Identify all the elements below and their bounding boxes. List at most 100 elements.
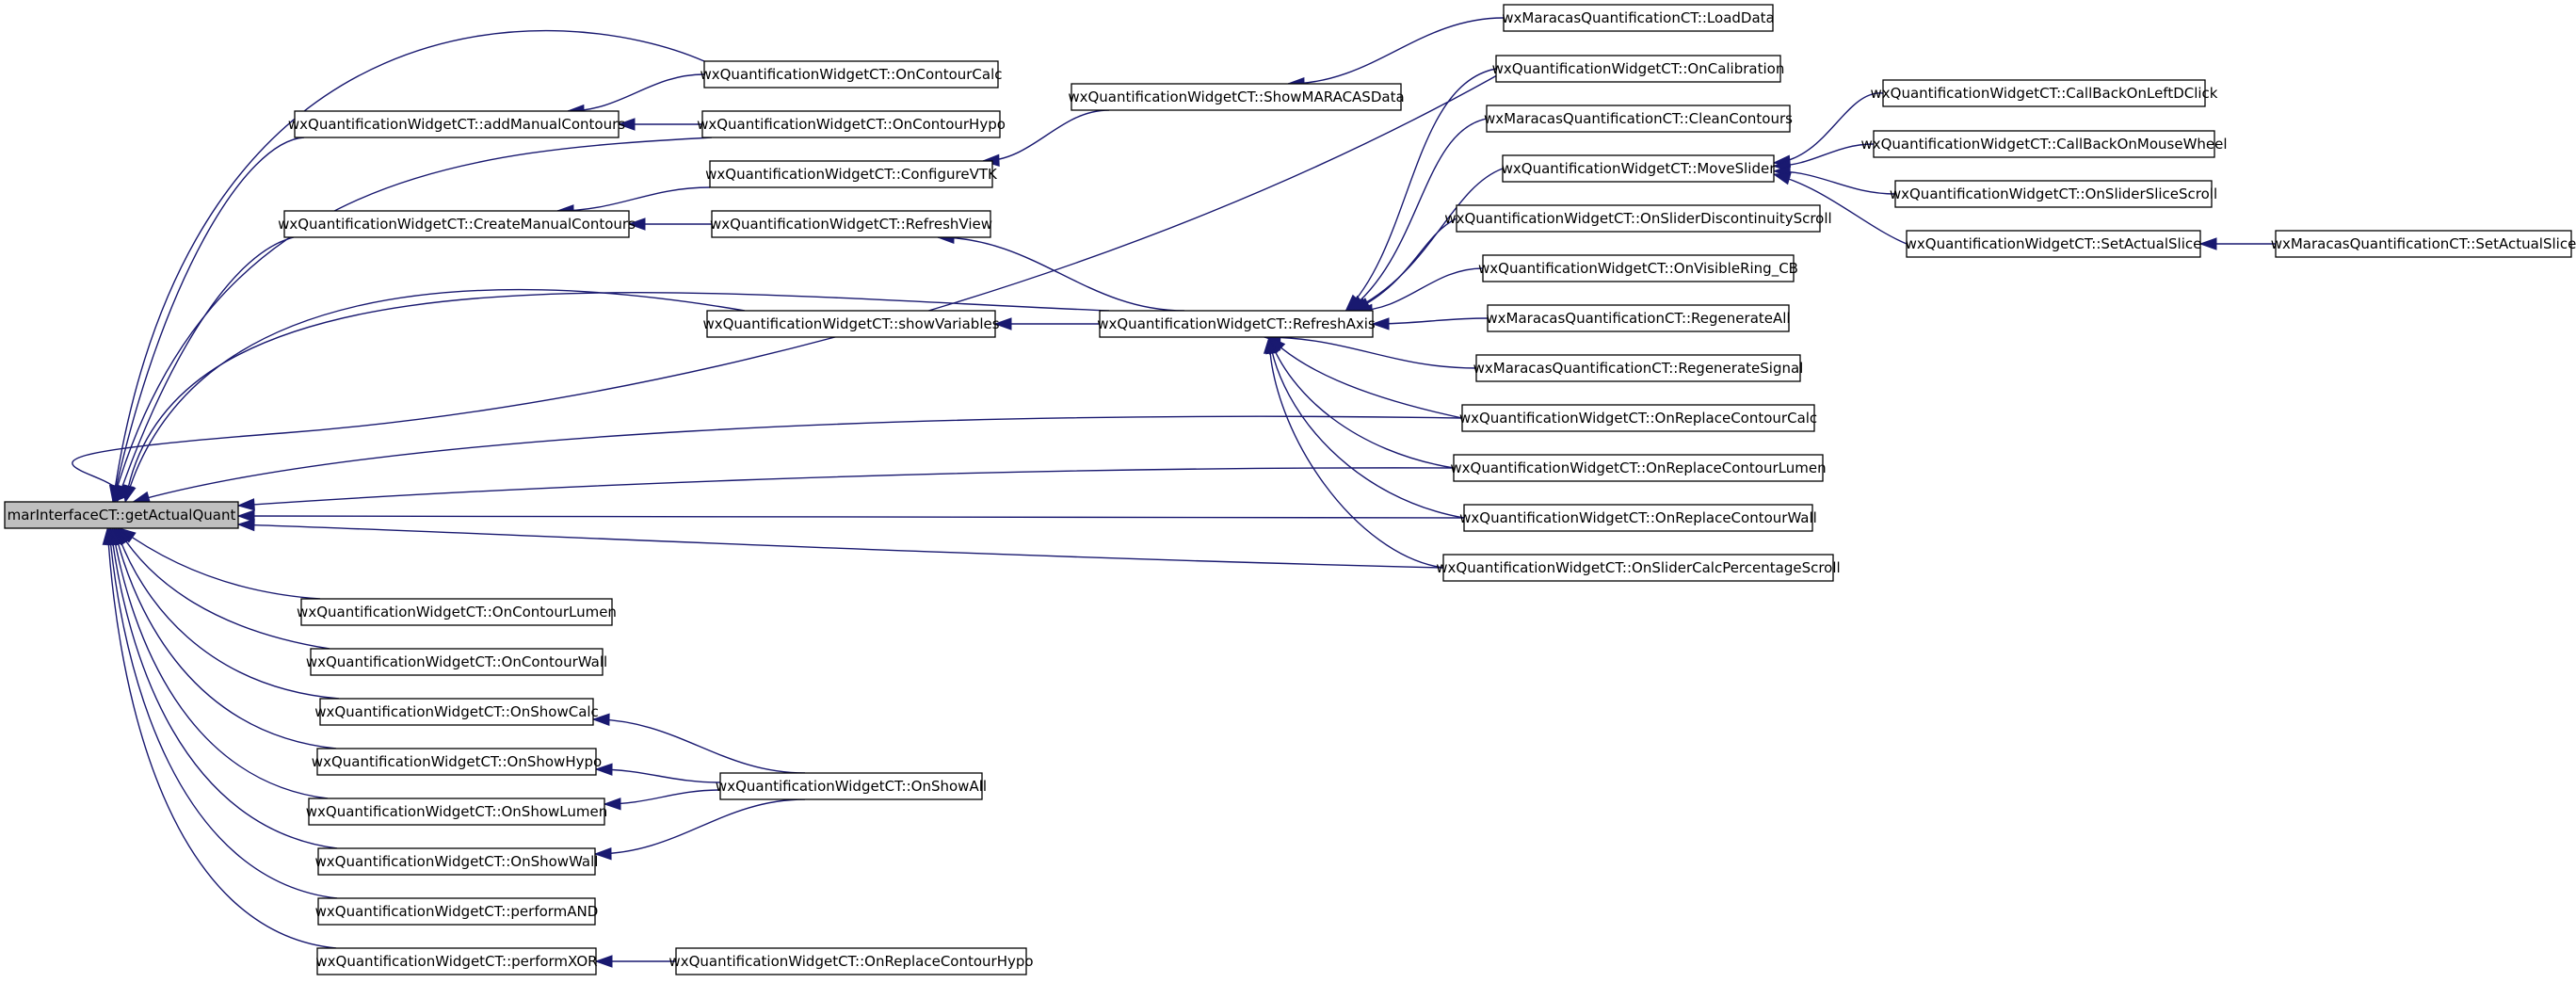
- edge-addManual-to-root: [110, 137, 305, 504]
- edge-line: [1268, 336, 1455, 469]
- edge-onCalibration-to-root: [72, 70, 1506, 503]
- node-onShowAll[interactable]: wxQuantificationWidgetCT::OnShowAll: [716, 772, 987, 800]
- node-label: wxQuantificationWidgetCT::ConfigureVTK: [705, 166, 998, 183]
- node-onVisibleRing[interactable]: wxQuantificationWidgetCT::OnVisibleRing_…: [1478, 254, 1798, 282]
- edge-line: [937, 236, 1185, 312]
- node-box: [1482, 254, 1795, 282]
- node-moveSlider[interactable]: wxQuantificationWidgetCT::MoveSlider: [1502, 154, 1777, 183]
- edge-line: [1372, 317, 1489, 325]
- node-label: wxMaracasQuantificationCT::SetActualSlic…: [2271, 235, 2576, 252]
- arrowhead: [111, 486, 130, 503]
- node-box: [1873, 130, 2215, 158]
- node-onContourCalc[interactable]: wxQuantificationWidgetCT::OnContourCalc: [700, 60, 1003, 89]
- node-addManual[interactable]: wxQuantificationWidgetCT::addManualConto…: [288, 110, 625, 138]
- node-setActualSliceW[interactable]: wxQuantificationWidgetCT::SetActualSlice: [1906, 230, 2202, 258]
- node-performXOR[interactable]: wxQuantificationWidgetCT::performXOR: [315, 947, 598, 975]
- edge-line: [237, 515, 1465, 519]
- node-box: [1461, 404, 1815, 432]
- node-regenerateSignal[interactable]: wxMaracasQuantificationCT::RegenerateSig…: [1473, 354, 1804, 382]
- edge-line: [1356, 267, 1484, 312]
- node-box: [294, 110, 620, 138]
- arrowhead: [236, 518, 255, 532]
- node-box: [317, 847, 596, 876]
- edge-onShowAll-to-onShowCalc: [591, 713, 806, 774]
- node-box: [1502, 154, 1775, 183]
- node-createManual[interactable]: wxQuantificationWidgetCT::CreateManualCo…: [278, 210, 636, 238]
- edge-onReplaceHypo-to-performXOR: [594, 955, 676, 968]
- node-cleanContours[interactable]: wxMaracasQuantificationCT::CleanContours: [1484, 105, 1793, 133]
- node-label: wxQuantificationWidgetCT::ShowMARACASDat…: [1068, 89, 1404, 105]
- edges-layer: [72, 17, 2276, 968]
- edge-line: [1773, 92, 1884, 164]
- arrowhead: [593, 847, 612, 861]
- edge-line: [108, 527, 338, 899]
- edge-onContourHypo-to-root: [111, 137, 713, 504]
- edge-line: [1347, 118, 1488, 312]
- edge-line: [595, 768, 721, 783]
- node-label: wxQuantificationWidgetCT::MoveSlider: [1502, 160, 1777, 177]
- node-onSliderSlice[interactable]: wxQuantificationWidgetCT::OnSliderSliceS…: [1890, 180, 2217, 208]
- edge-line: [112, 137, 713, 503]
- node-label: wxQuantificationWidgetCT::OnShowWall: [315, 853, 599, 870]
- edge-line: [133, 415, 1463, 503]
- node-onShowLumen[interactable]: wxQuantificationWidgetCT::OnShowLumen: [306, 798, 607, 826]
- arrowhead: [1263, 335, 1277, 354]
- edge-onShowWall-to-root: [106, 526, 338, 849]
- edge-onSliderCalcPct-to-root: [236, 518, 1444, 569]
- edge-moveSlider-to-refreshAxis: [1349, 168, 1504, 312]
- edge-line: [237, 467, 1455, 507]
- node-box: [1463, 504, 1813, 532]
- node-performAND[interactable]: wxQuantificationWidgetCT::performAND: [315, 897, 599, 926]
- node-label: wxQuantificationWidgetCT::addManualConto…: [288, 116, 625, 133]
- node-onReplaceCalc[interactable]: wxQuantificationWidgetCT::OnReplaceConto…: [1459, 404, 1817, 432]
- edge-line: [119, 527, 321, 600]
- edge-onReplaceWall-to-root: [236, 509, 1465, 523]
- node-onCalibration[interactable]: wxQuantificationWidgetCT::OnCalibration: [1492, 55, 1785, 83]
- edge-line: [982, 109, 1110, 162]
- edge-line: [556, 186, 711, 212]
- node-label: wxQuantificationWidgetCT::CallBackOnMous…: [1860, 136, 2227, 153]
- node-regenerateAll[interactable]: wxMaracasQuantificationCT::RegenerateAll: [1486, 304, 1791, 332]
- node-label: wxQuantificationWidgetCT::RefreshAxis: [1097, 315, 1376, 332]
- node-cbMouseWheel[interactable]: wxQuantificationWidgetCT::CallBackOnMous…: [1860, 130, 2228, 158]
- node-box: [283, 210, 630, 238]
- edge-onReplaceLumen-to-refreshAxis: [1268, 335, 1455, 469]
- node-onShowCalc[interactable]: wxQuantificationWidgetCT::OnShowCalc: [314, 698, 599, 726]
- node-box: [316, 947, 597, 975]
- edge-onReplaceLumen-to-root: [236, 467, 1455, 511]
- nodes-layer: marInterfaceCT::getActualQuantwxQuantifi…: [4, 4, 2576, 975]
- node-refreshAxis[interactable]: wxQuantificationWidgetCT::RefreshAxis: [1097, 310, 1376, 338]
- edge-line: [72, 70, 1506, 503]
- node-onContourWall[interactable]: wxQuantificationWidgetCT::OnContourWall: [306, 648, 607, 676]
- node-setActualSliceM[interactable]: wxMaracasQuantificationCT::SetActualSlic…: [2271, 230, 2576, 258]
- edge-createManual-to-root: [116, 236, 295, 504]
- node-onContourLumen[interactable]: wxQuantificationWidgetCT::OnContourLumen: [297, 598, 617, 626]
- node-onShowWall[interactable]: wxQuantificationWidgetCT::OnShowWall: [315, 847, 599, 876]
- node-loadData[interactable]: wxMaracasQuantificationCT::LoadData: [1502, 4, 1775, 32]
- edge-performAND-to-root: [104, 526, 338, 899]
- node-showVariables[interactable]: wxQuantificationWidgetCT::showVariables: [702, 310, 1000, 338]
- edge-refreshView-to-createManual: [627, 218, 712, 231]
- node-showMaracas[interactable]: wxQuantificationWidgetCT::ShowMARACASDat…: [1068, 83, 1405, 111]
- node-onReplaceLumen[interactable]: wxQuantificationWidgetCT::OnReplaceConto…: [1450, 454, 1827, 482]
- node-onReplaceWall[interactable]: wxQuantificationWidgetCT::OnReplaceConto…: [1459, 504, 1817, 532]
- edge-line: [237, 524, 1444, 569]
- node-onSliderDisc[interactable]: wxQuantificationWidgetCT::OnSliderDiscon…: [1444, 204, 1832, 233]
- node-cbLeftDClick[interactable]: wxQuantificationWidgetCT::CallBackOnLeft…: [1871, 79, 2218, 107]
- node-onContourHypo[interactable]: wxQuantificationWidgetCT::OnContourHypo: [697, 110, 1006, 138]
- node-onReplaceHypo[interactable]: wxQuantificationWidgetCT::OnReplaceConto…: [668, 947, 1034, 975]
- edge-onShowAll-to-onShowWall: [593, 798, 806, 861]
- node-refreshView[interactable]: wxQuantificationWidgetCT::RefreshView: [710, 210, 992, 238]
- node-box: [1882, 79, 2206, 107]
- node-box: [316, 748, 597, 776]
- node-onSliderCalcPct[interactable]: wxQuantificationWidgetCT::OnSliderCalcPe…: [1436, 554, 1841, 582]
- node-label: wxQuantificationWidgetCT::CallBackOnLeft…: [1871, 85, 2218, 102]
- edge-line: [110, 527, 338, 849]
- node-box: [701, 110, 1001, 138]
- edge-onShowAll-to-onShowHypo: [594, 763, 721, 783]
- node-onShowHypo[interactable]: wxQuantificationWidgetCT::OnShowHypo: [312, 748, 602, 776]
- node-root[interactable]: marInterfaceCT::getActualQuant: [4, 501, 239, 529]
- node-configureVTK[interactable]: wxQuantificationWidgetCT::ConfigureVTK: [705, 160, 998, 188]
- node-label: wxQuantificationWidgetCT::OnVisibleRing_…: [1478, 260, 1798, 278]
